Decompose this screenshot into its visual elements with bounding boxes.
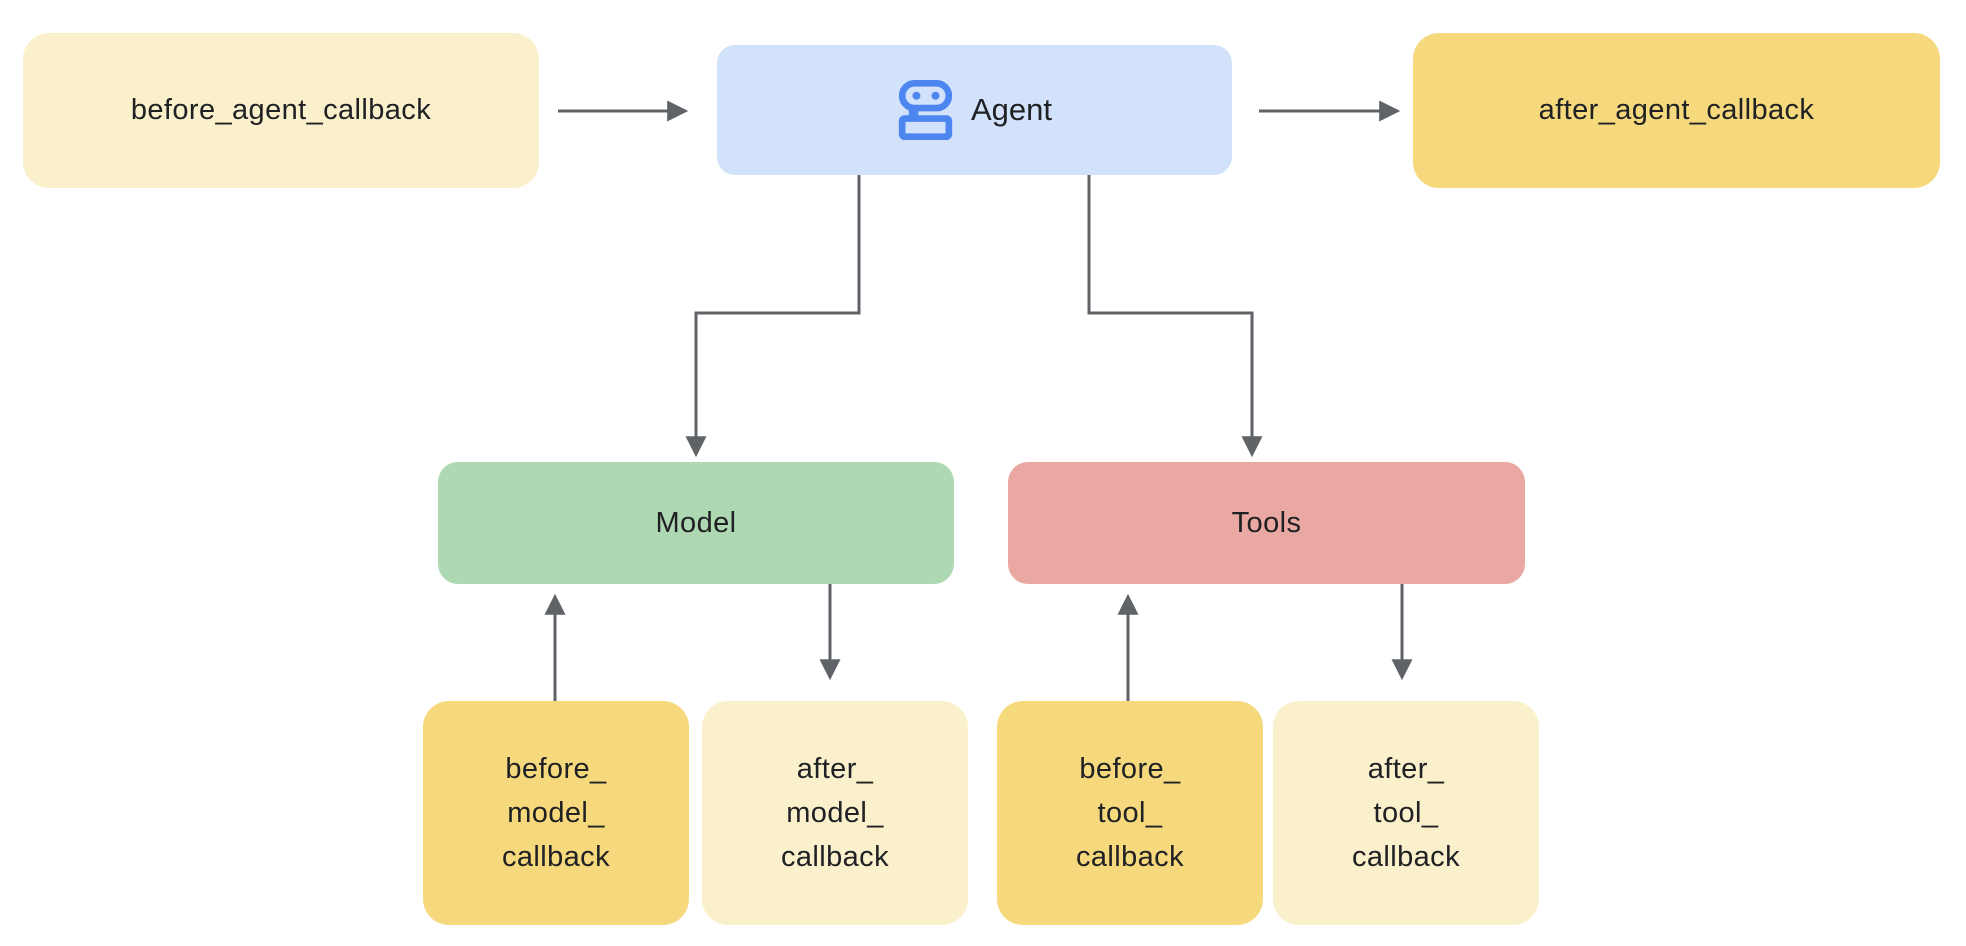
node-model: Model [438,462,954,584]
before-tool-callback-label-line3: callback [1076,841,1184,873]
after-tool-callback-label-line1: after_ [1367,753,1445,785]
after-model-callback-label-line3: callback [781,841,889,873]
before-tool-callback-label-line2: tool_ [1097,797,1163,829]
after-agent-callback-label: after_agent_callback [1538,94,1815,126]
before-model-callback-label-line2: model_ [507,797,605,829]
tools-label: Tools [1231,506,1302,539]
robot-icon [898,80,953,140]
edge-agent-to-tools [1087,175,1263,458]
before-model-callback-label-line1: before_ [505,753,607,785]
node-after-agent-callback: after_agent_callback [1413,33,1940,188]
after-tool-callback-label-line2: tool_ [1373,797,1439,829]
before-agent-callback-label: before_agent_callback [130,94,432,126]
node-after-tool-callback: after_ tool_ callback [1273,701,1539,925]
node-before-agent-callback: before_agent_callback [23,33,539,188]
model-label: Model [655,506,737,539]
agent-label: Agent [970,92,1052,127]
after-tool-callback-label-line3: callback [1352,841,1460,873]
edge-agent-to-model [685,175,861,458]
before-tool-callback-label-line1: before_ [1079,753,1181,785]
node-after-model-callback: after_ model_ callback [702,701,968,925]
node-tools: Tools [1008,462,1525,584]
node-agent: Agent [717,45,1232,175]
after-model-callback-label-line1: after_ [796,753,874,785]
after-model-callback-label-line2: model_ [786,797,884,829]
node-before-tool-callback: before_ tool_ callback [997,701,1263,925]
before-model-callback-label-line3: callback [502,841,610,873]
node-before-model-callback: before_ model_ callback [423,701,689,925]
